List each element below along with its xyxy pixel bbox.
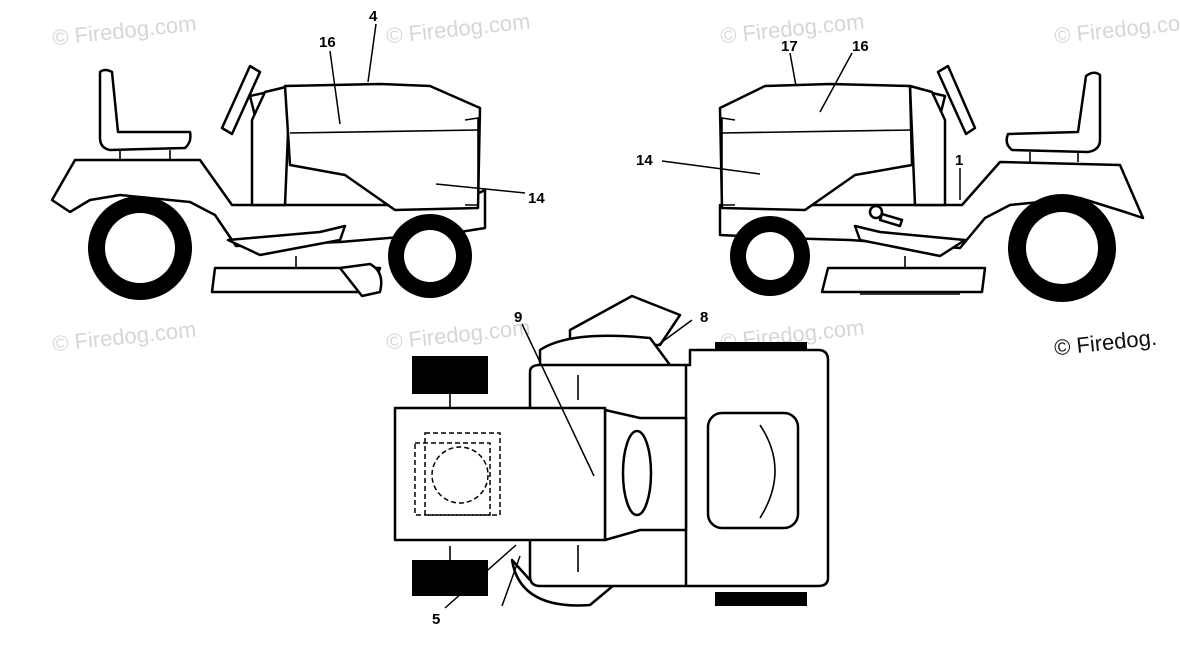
callout-14: 14 bbox=[636, 152, 653, 169]
callout-16: 16 bbox=[852, 38, 869, 55]
tractor-right-view bbox=[718, 64, 1145, 302]
callout-9: 9 bbox=[514, 309, 522, 326]
callout-4: 4 bbox=[369, 8, 378, 25]
callout-16: 16 bbox=[319, 34, 336, 51]
tractor-left-view bbox=[50, 64, 487, 300]
callout-17: 17 bbox=[781, 38, 798, 55]
tractor-top-view bbox=[393, 294, 830, 607]
callout-1: 1 bbox=[955, 152, 963, 169]
callout-14: 14 bbox=[528, 190, 545, 207]
callout-5: 5 bbox=[432, 611, 440, 628]
callout-8: 8 bbox=[700, 309, 708, 326]
callout-leaders bbox=[329, 23, 961, 609]
